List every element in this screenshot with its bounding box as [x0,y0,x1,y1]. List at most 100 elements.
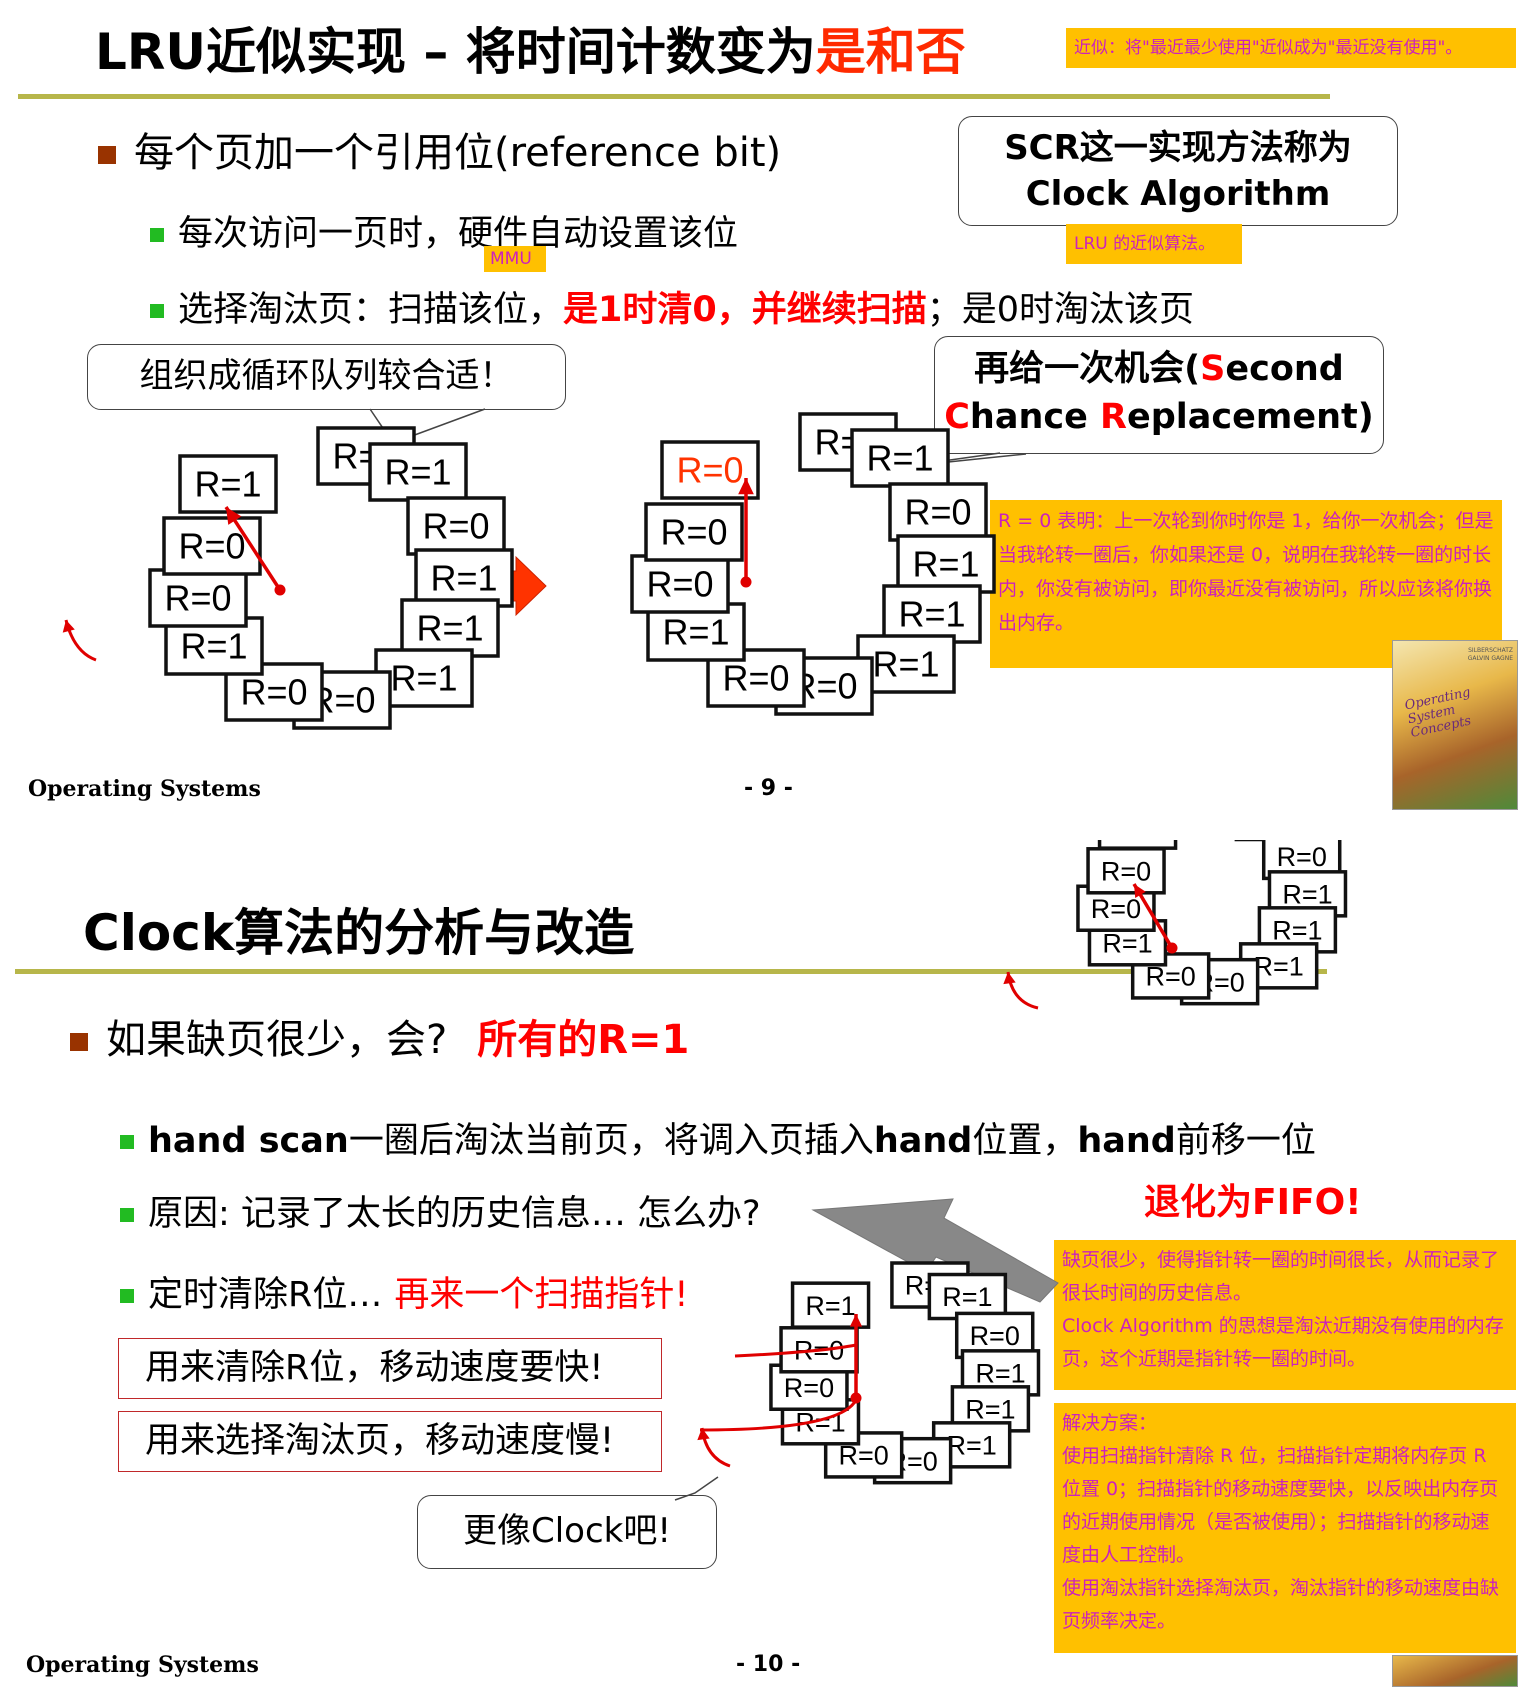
r-bit-label: R=1 [384,451,451,492]
r-bit-label: R=0 [178,525,245,566]
callout-second-chance: 再给一次机会(Second Chance Replacement) [934,336,1384,454]
book-cover-image: SILBERSCHATZ GALVIN GAGNE Operating Syst… [1392,640,1518,810]
rotation-arrow [1006,971,1039,1010]
slide9-footer-left: Operating Systems [28,776,261,802]
page-frame-box [856,634,956,694]
r-bit-label: R=1 [805,1291,855,1321]
r-bit-label: R=1 [416,607,483,648]
r-bit-label: R=0 [240,671,307,712]
slide9-title: LRU近似实现 – 将时间计数变为是和否 [95,12,966,84]
r-bit-label: R=0 [722,657,789,698]
clock-hand [224,506,282,591]
r-bit-label: R=1 [872,643,939,684]
slide9-page-number: - 9 - [744,776,793,801]
rotation-arrowhead [62,620,75,633]
rotation-arrowhead [1003,972,1016,985]
slide10-rule [15,969,1327,974]
mmu-tag: MMU [484,246,546,272]
bullet-square [70,1033,88,1051]
title-note: 近似：将"最近最少使用"近似成为"最近没有使用"。 [1066,28,1516,68]
r-bit-label: R=1 [1272,916,1322,946]
clock-hand-arrowhead [1134,884,1146,899]
r-bit-label: R=0 [784,1373,834,1403]
r-bit-label: R=0 [422,505,489,546]
clock-hand-arrowhead [738,478,754,495]
clock-center-dot [274,584,286,596]
r-bit-label: R=0 [904,491,971,532]
cover-authors: SILBERSCHATZ GALVIN GAGNE [1467,647,1513,662]
r-bit-label: R=0 [164,577,231,618]
clock-center-dot [1166,942,1178,954]
rotation-arrow [700,1427,731,1468]
page-frame-box [374,648,474,708]
sub-bullet-square [120,1208,134,1222]
slow-pointer-box: 用来选择淘汰页，移动速度慢! [118,1411,662,1472]
callout-clock: 更像Clock吧! [417,1495,717,1569]
solution-note: 解决方案： 使用扫描指针清除 R 位，扫描指针定期将内存页 R 位置 0；扫描指… [1054,1403,1516,1653]
slide9-sub1: 每次访问一页时，硬件自动设置该位 [150,205,738,256]
sub-bullet-square [120,1289,134,1303]
page-frame-box [406,496,506,556]
clock-hand-arrowhead [849,1314,863,1327]
slide10-sub2: 原因: 记录了太长的历史信息… 怎么办? [120,1185,761,1236]
page-frame-box [414,548,514,608]
page-frame-box [1097,840,1178,850]
r-bit-label: R=1 [1254,952,1304,982]
clock-center-dot [850,1392,862,1404]
sub-bullet-square [150,228,164,242]
page-frame-box [882,584,982,644]
r-bit-label: R=0 [646,563,713,604]
r-bit-label: R=0 [1277,842,1327,872]
sub-bullet-square [150,304,164,318]
page-frame-box [630,554,730,614]
callout-queue: 组织成循环队列较合适！ [87,344,566,410]
slide10-footer-left: Operating Systems [26,1652,259,1678]
slide9-bullet1: 每个页加一个引用位(reference bit) [98,120,781,178]
page-frame-box [400,598,500,658]
fast-pointer-line [734,1343,857,1358]
r-bit-label: R=1 [942,1282,992,1312]
r-bit-label: R=1 [1282,880,1332,910]
rotation-arrowhead [697,1428,710,1441]
r-bit-label: R=1 [975,1359,1025,1389]
r-bit-label: R=0 [1101,856,1151,886]
slide10-bullet1: 如果缺页很少，会?所有的R=1 [70,1007,689,1065]
sub-bullet-square [120,1135,134,1149]
r-bit-label: R=1 [866,437,933,478]
book-cover-image-partial [1392,1655,1518,1687]
r-bit-label: R=1 [965,1395,1015,1425]
r-bit-label: R=0 [1091,894,1141,924]
lru-note: LRU 的近似算法。 [1066,224,1242,264]
fifo-note: 缺页很少，使得指针转一圈的时间很长，从而记录了很长时间的历史信息。 Clock … [1054,1240,1516,1390]
r-bit-label: R=0 [660,511,727,552]
r-bit-label: R=0 [839,1441,889,1471]
slide10-sub1: hand scan一圈后淘汰当前页，将调入页插入hand位置，hand前移一位 [120,1112,1316,1163]
slide10-title: Clock算法的分析与改造 [83,904,635,962]
fast-pointer-box: 用来清除R位，移动速度要快! [118,1338,662,1399]
slide9-rule [18,94,1330,99]
r-bit-label: R=1 [194,463,261,504]
bullet-square [98,146,116,164]
r-bit-label: R=1 [180,625,247,666]
page-frame-box [644,502,744,562]
r-bit-label: R=0 [970,1321,1020,1351]
r-bit-label: R=1 [662,611,729,652]
r-bit-label: R=1 [898,593,965,634]
callout-scr: SCR这一实现方法称为 Clock Algorithm [958,116,1398,226]
page-frame-box [162,516,262,576]
r-bit-label: R=1 [947,1431,997,1461]
slide9-sub2: 选择淘汰页：扫描该位，是1时清0，并继续扫描；是0时淘汰该页 [150,281,1194,332]
clock-center-dot [740,576,752,588]
r-bit-label: R=1 [390,657,457,698]
clock-hand-arrowhead [226,507,242,525]
r-bit-label: R=1 [430,557,497,598]
slow-pointer-line [699,1399,858,1432]
r-bit-label: R=0 [1146,962,1196,992]
r-bit-label: R=1 [1102,928,1152,958]
slide10-diagram: R=1R=1R=0R=1R=1R=1R=0R=0R=1R=0R=0R=1 R=1… [674,840,1348,1501]
slide9-diagram: R=1R=1R=0R=1R=1R=1R=0R=0R=1R=0R=0R=1 R=1… [62,408,1027,730]
fifo-label: 退化为FIFO! [1144,1182,1362,1223]
r-bit-label: R=1 [1112,840,1162,842]
slide10-page-number: - 10 - [736,1652,801,1677]
slide9-title-main: LRU近似实现 – 将时间计数变为 [95,23,816,81]
